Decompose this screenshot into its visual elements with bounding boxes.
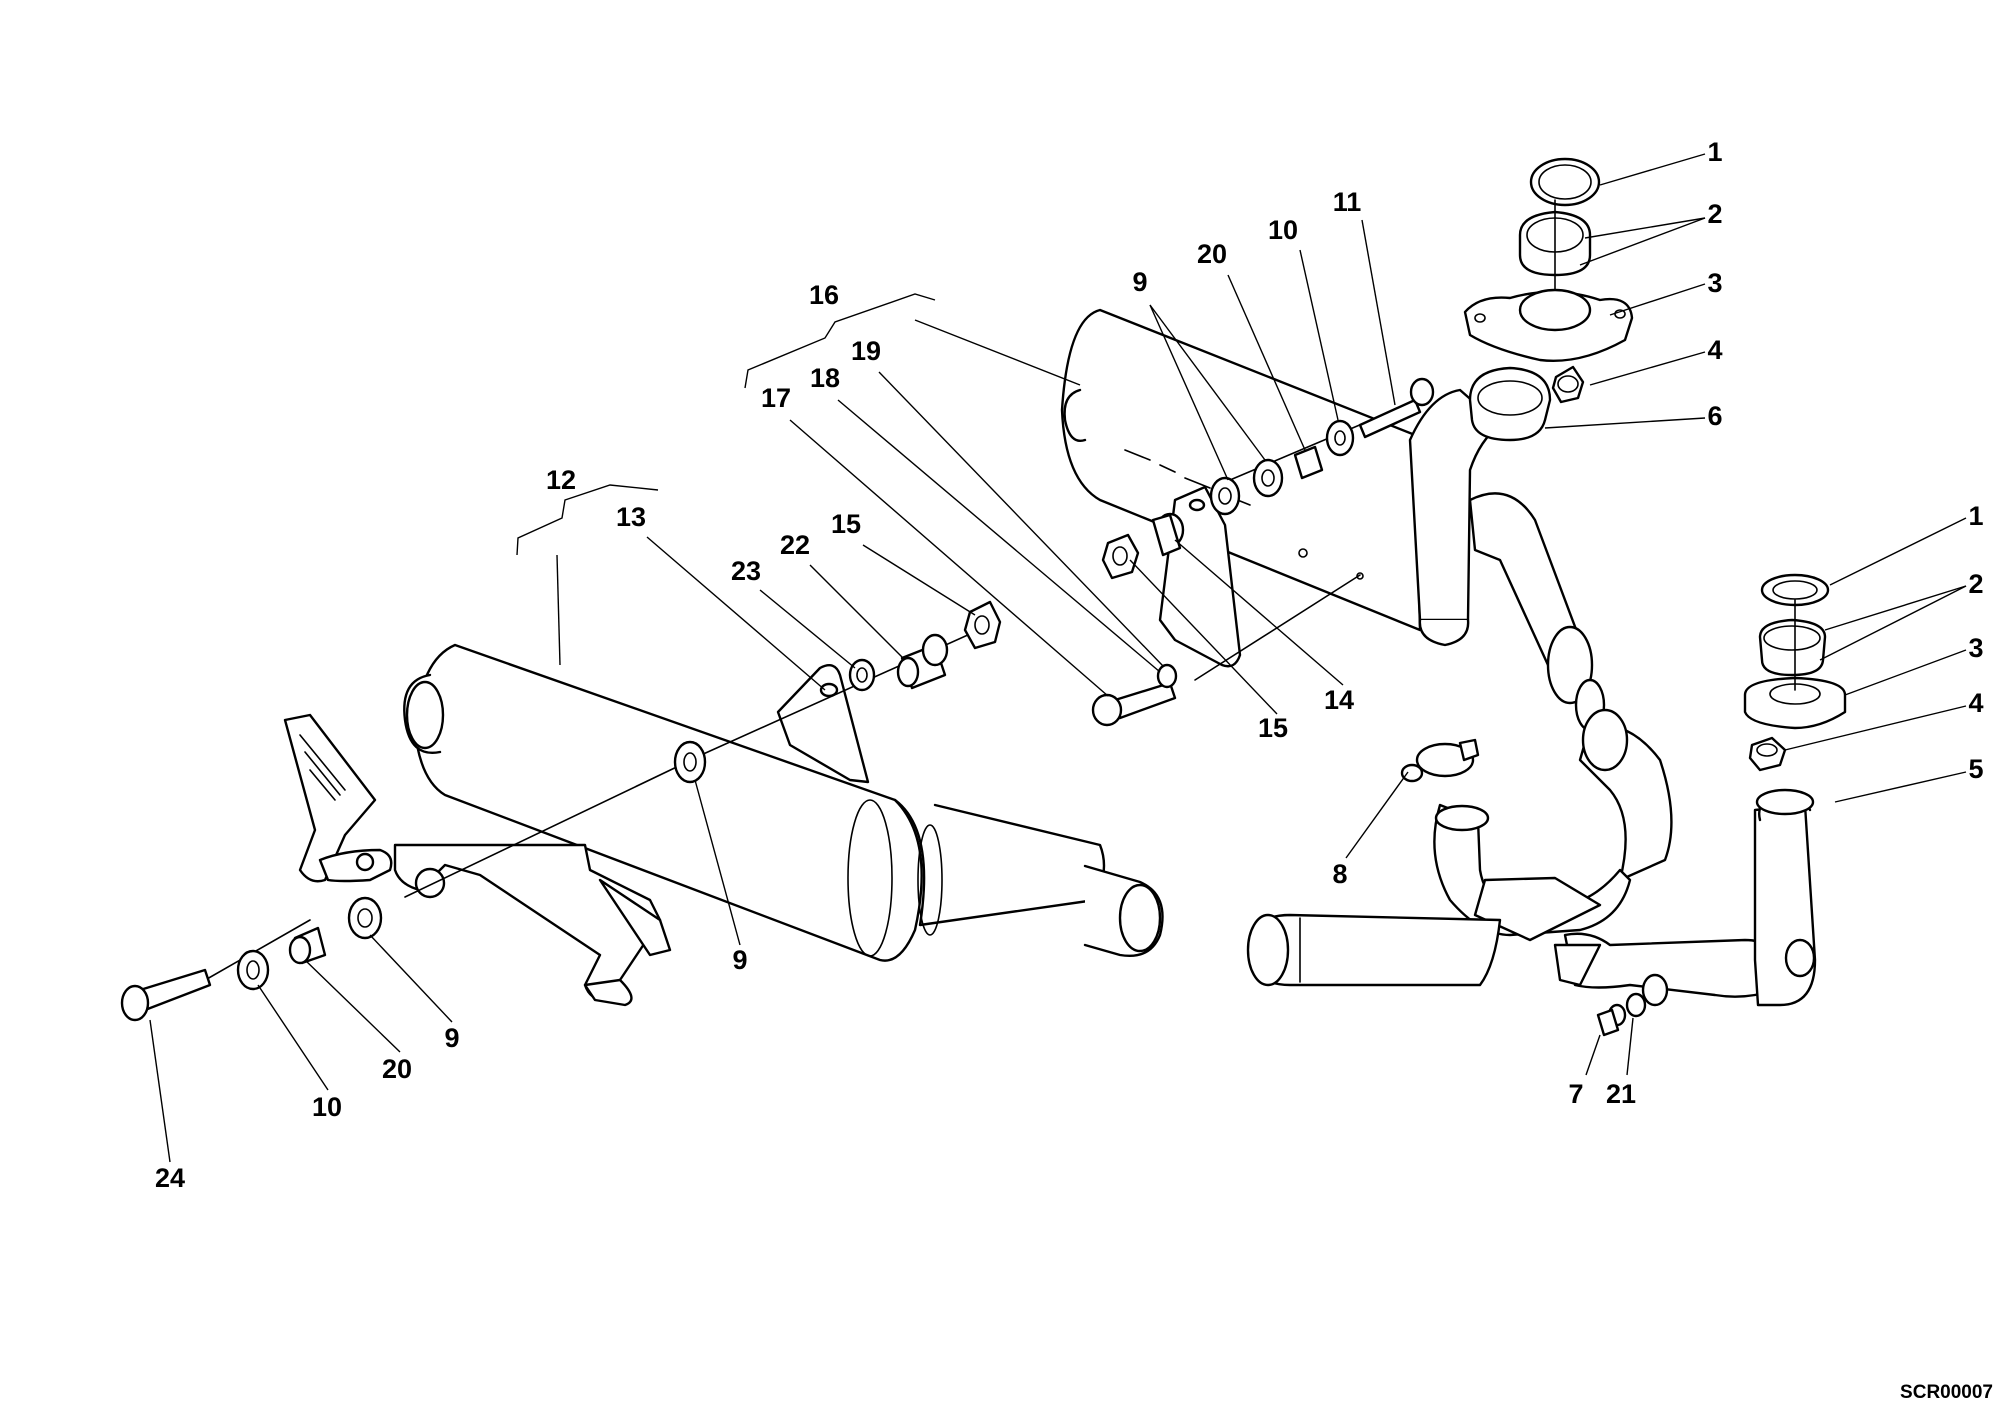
left-muffler-hardware xyxy=(120,600,1002,1022)
right-head-fittings xyxy=(1743,573,1847,772)
exhaust-pipes xyxy=(1246,388,1817,1037)
leader-lines xyxy=(149,153,1967,1163)
callout-label: 18 xyxy=(810,363,840,393)
callout-label: 23 xyxy=(731,556,761,586)
flange-3-right xyxy=(1743,676,1847,730)
callout-label: 2 xyxy=(1968,569,1983,599)
callout-label: 2 xyxy=(1707,199,1722,229)
bolt-17 xyxy=(1091,681,1177,727)
left-muffler xyxy=(403,643,1164,962)
nut-4-right xyxy=(1748,736,1787,772)
sensor-boss-7-21 xyxy=(1596,973,1669,1037)
callout-label: 9 xyxy=(444,1023,459,1053)
right-muffler xyxy=(1060,308,1422,668)
upper-head-fittings xyxy=(1463,157,1634,442)
flange-3-upper xyxy=(1463,288,1634,362)
washer-10-lower xyxy=(236,949,270,991)
callout-label: 11 xyxy=(1333,187,1362,217)
kit-12-brace xyxy=(516,484,659,556)
callout-label: 20 xyxy=(382,1054,412,1084)
washer-18 xyxy=(1156,663,1178,689)
seal-ring-1-upper xyxy=(1529,157,1601,207)
callout-label: 7 xyxy=(1568,1079,1583,1109)
right-muffler-hardware xyxy=(1091,377,1435,727)
callout-label: 19 xyxy=(851,336,881,366)
callout-label: 4 xyxy=(1707,335,1722,365)
footpeg-bracket xyxy=(283,713,672,1007)
bolt-24 xyxy=(120,968,212,1022)
grommet-9-middle xyxy=(673,740,707,784)
bolt-11 xyxy=(1358,377,1435,439)
spacer-20-lower xyxy=(288,926,327,965)
callout-label: 10 xyxy=(312,1092,342,1122)
washer-10-upper xyxy=(1325,419,1355,457)
grommet-9-lower xyxy=(347,896,383,940)
split-collar-2-right xyxy=(1758,618,1827,677)
callout-label: 3 xyxy=(1707,268,1722,298)
spacer-14 xyxy=(1151,512,1185,557)
grommet-9-upper xyxy=(1209,458,1284,516)
spacer-22 xyxy=(896,633,949,690)
callout-label: 15 xyxy=(1258,713,1288,743)
callout-label: 14 xyxy=(1324,685,1354,715)
callout-label: 21 xyxy=(1606,1079,1636,1109)
callout-label: 9 xyxy=(1132,267,1147,297)
callout-label: 1 xyxy=(1968,501,1983,531)
callout-label: 17 xyxy=(761,383,791,413)
drawing-code: SCR00007 xyxy=(1900,1382,1993,1403)
callout-label: 16 xyxy=(809,280,839,310)
nut-15-right xyxy=(1101,533,1140,580)
pipe-sleeve-6 xyxy=(1468,366,1552,442)
callout-label: 15 xyxy=(831,509,861,539)
callout-label: 5 xyxy=(1968,754,1983,784)
callout-label: 3 xyxy=(1968,633,1983,663)
callout-label: 12 xyxy=(546,465,576,495)
callout-label: 6 xyxy=(1707,401,1722,431)
nut-4-upper xyxy=(1551,365,1585,404)
callout-label: 13 xyxy=(616,502,646,532)
callout-label: 10 xyxy=(1268,215,1298,245)
callout-label: 1 xyxy=(1707,137,1722,167)
kit-16-brace xyxy=(744,293,936,389)
callout-label: 20 xyxy=(1197,239,1227,269)
callout-label: 8 xyxy=(1332,859,1347,889)
callout-label: 4 xyxy=(1968,688,1983,718)
callout-label: 22 xyxy=(780,530,810,560)
callout-label: 9 xyxy=(732,945,747,975)
washer-23 xyxy=(848,658,876,692)
nut-15-left xyxy=(963,600,1002,650)
clamp-8 xyxy=(1400,738,1480,783)
callout-label: 24 xyxy=(155,1163,185,1193)
spacer-20-upper xyxy=(1293,445,1324,480)
